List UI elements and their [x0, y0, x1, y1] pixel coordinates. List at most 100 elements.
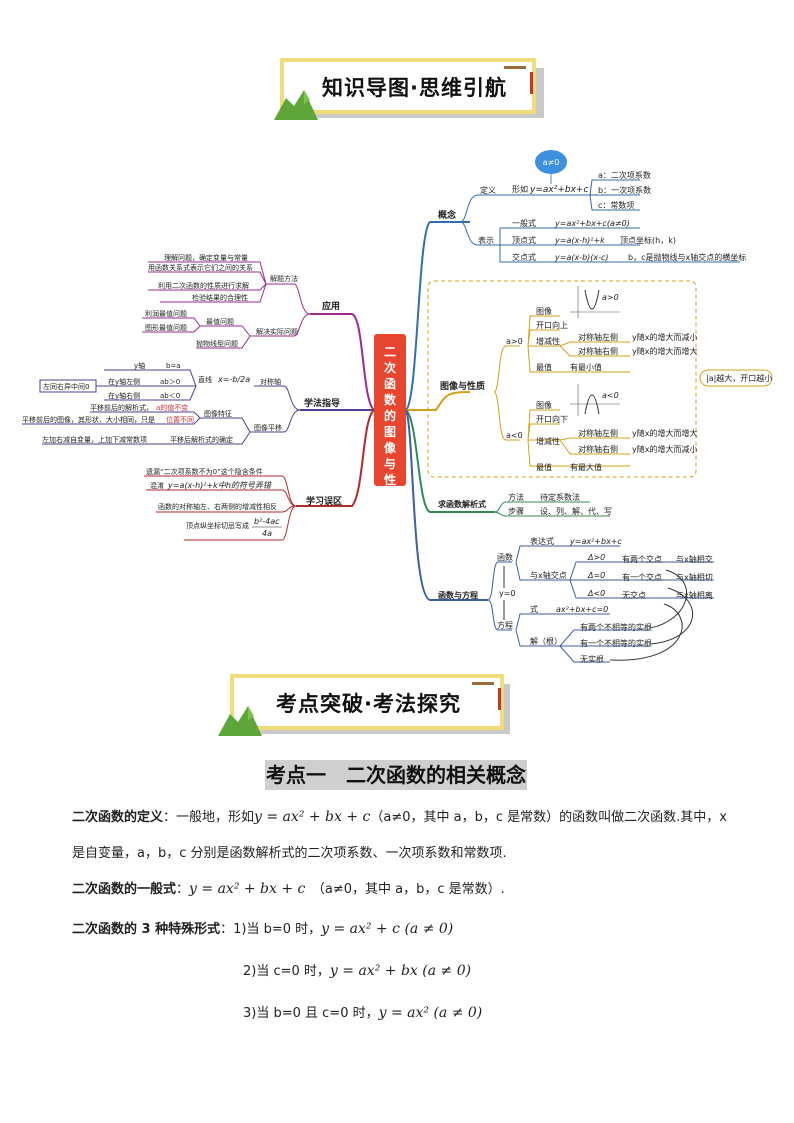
func-eq-branch: 函数与方程 函数 方程 y=0 表达式 y=ax²+bx+c 与x轴交点 Δ>0…	[438, 536, 714, 664]
svg-text:求函数解析式: 求函数解析式	[438, 499, 486, 509]
svg-text:交点式: 交点式	[512, 252, 536, 262]
svg-text:y随x的增大而减小: y随x的增大而减小	[632, 444, 697, 454]
svg-text:b=a: b=a	[166, 362, 181, 370]
svg-text:解（根）: 解（根）	[530, 636, 562, 646]
svg-text:方程: 方程	[497, 620, 513, 630]
solve-branch: 求函数解析式 方法 待定系数法 步骤 设、列、解、代、写	[438, 492, 612, 517]
svg-text:x=-b/2a: x=-b/2a	[217, 375, 250, 384]
svg-text:利润最值问题: 利润最值问题	[145, 309, 187, 318]
svg-text:a>0: a>0	[506, 337, 523, 346]
svg-text:y随x的增大而减小: y随x的增大而减小	[632, 332, 697, 342]
svg-text:增减性: 增减性	[536, 336, 560, 346]
svg-text:解题方法: 解题方法	[270, 274, 298, 283]
svg-text:y=ax²+bx+c: y=ax²+bx+c	[529, 185, 588, 195]
svg-text:ab＜0: ab＜0	[160, 392, 180, 400]
svg-text:y=ax²+bx+c(a≠0): y=ax²+bx+c(a≠0)	[554, 219, 630, 228]
mind-map: 二次函 数的图 像与性 概念 定义 表示 形如 y=ax²+bx+c a≠0 a…	[22, 150, 773, 664]
svg-text:学法指导: 学法指导	[304, 397, 340, 409]
svg-text:遗漏“二次项系数不为0”这个隐含条件: 遗漏“二次项系数不为0”这个隐含条件	[146, 467, 263, 476]
svg-text:对称轴左侧: 对称轴左侧	[578, 428, 618, 438]
svg-text:二: 二	[384, 345, 396, 359]
svg-text:图像特征: 图像特征	[204, 409, 232, 418]
svg-text:增减性: 增减性	[536, 436, 560, 446]
svg-text:4a: 4a	[262, 529, 272, 538]
svg-text:待定系数法: 待定系数法	[540, 492, 580, 502]
special-form-3: 3)当 b=0 且 c=0 时，y = ax² (a ≠ 0)	[243, 1005, 483, 1021]
svg-text:像: 像	[384, 440, 397, 455]
svg-text:数: 数	[384, 392, 397, 407]
svg-text:平移前后的图像，其形状、大小相同，只是: 平移前后的图像，其形状、大小相同，只是	[22, 415, 155, 424]
svg-text:顶点坐标(h，k): 顶点坐标(h，k)	[620, 235, 676, 245]
svg-text:左同右异中间0: 左同右异中间0	[43, 382, 89, 391]
banner-title: 考点突破·考法探究	[276, 692, 461, 716]
graph-up-icon: a>0	[570, 286, 620, 318]
svg-text:最值: 最值	[536, 362, 552, 372]
mountain-icon	[218, 706, 262, 736]
svg-text:顶点纵坐标切忌写成: 顶点纵坐标切忌写成	[186, 521, 249, 530]
mistake-branch: 学习误区 遗漏“二次项系数不为0”这个隐含条件 混淆 y=a(x-h)²+k中h…	[144, 467, 342, 541]
svg-text:有两个不相等的实根: 有两个不相等的实根	[580, 622, 652, 632]
svg-text:平移前后的解析式，: 平移前后的解析式，	[90, 403, 153, 412]
section-title: 考点一 二次函数的相关概念	[265, 760, 527, 790]
study-branch: 学法指导 对称轴 图像平移 直线 x=-b/2a y轴 b=a 在y轴左侧 ab…	[22, 361, 340, 445]
svg-text:函数与方程: 函数与方程	[438, 590, 478, 600]
svg-text:顶点式: 顶点式	[512, 235, 536, 245]
svg-text:ab＞0: ab＞0	[160, 378, 180, 386]
svg-text:混淆: 混淆	[150, 481, 164, 490]
svg-text:一般式: 一般式	[512, 218, 536, 228]
svg-text:与: 与	[384, 457, 396, 471]
svg-text:在y轴右侧: 在y轴右侧	[108, 391, 140, 400]
svg-text:b：一次项系数: b：一次项系数	[598, 185, 651, 195]
svg-text:y随x的增大而增大: y随x的增大而增大	[632, 346, 697, 356]
svg-text:对称轴右侧: 对称轴右侧	[578, 444, 618, 454]
svg-text:图像: 图像	[536, 306, 552, 316]
svg-text:y=a(x-b)(x-c): y=a(x-b)(x-c)	[554, 253, 609, 262]
svg-text:方法: 方法	[508, 492, 524, 502]
svg-text:开口向上: 开口向上	[536, 320, 568, 330]
svg-text:a的值不变: a的值不变	[156, 403, 188, 412]
svg-text:Δ<0: Δ<0	[587, 589, 605, 598]
svg-text:y=ax²+bx+c: y=ax²+bx+c	[569, 537, 623, 546]
svg-text:步骤: 步骤	[508, 507, 524, 516]
svg-text:Δ=0: Δ=0	[587, 571, 605, 580]
svg-text:y=a(x-h)²+k中h的符号弄错: y=a(x-h)²+k中h的符号弄错	[167, 481, 272, 490]
svg-text:y=0: y=0	[499, 589, 516, 598]
svg-text:有最大值: 有最大值	[570, 462, 602, 472]
svg-text:次: 次	[384, 360, 396, 375]
svg-text:图: 图	[384, 425, 396, 439]
svg-text:对称轴右侧: 对称轴右侧	[578, 346, 618, 356]
section-banner-exam-points: 考点突破·考法探究	[218, 674, 510, 736]
svg-text:无实根: 无实根	[580, 654, 604, 664]
svg-text:平移后解析式的确定: 平移后解析式的确定	[170, 435, 233, 444]
center-node	[374, 334, 406, 486]
svg-text:应用: 应用	[322, 300, 340, 312]
svg-text:形如: 形如	[512, 184, 528, 194]
svg-text:y=a(x-h)²+k: y=a(x-h)²+k	[554, 236, 605, 245]
svg-text:式: 式	[530, 604, 538, 614]
mountain-icon	[274, 90, 318, 120]
svg-text:图形最值问题: 图形最值问题	[145, 323, 187, 332]
svg-text:b，c是抛物线与x轴交点的横坐标: b，c是抛物线与x轴交点的横坐标	[628, 252, 746, 262]
svg-text:有两个交点: 有两个交点	[622, 554, 662, 564]
svg-text:有最小值: 有最小值	[570, 362, 602, 372]
svg-text:开口向下: 开口向下	[536, 414, 568, 424]
svg-text:函数: 函数	[497, 552, 513, 562]
svg-text:有一个交点: 有一个交点	[622, 572, 662, 582]
svg-text:无交点: 无交点	[622, 590, 646, 600]
svg-text:最值: 最值	[536, 462, 552, 472]
svg-text:图像平移: 图像平移	[254, 423, 282, 432]
svg-text:对称轴左侧: 对称轴左侧	[578, 332, 618, 342]
special-forms-paragraph: 二次函数的 3 种特殊形式：1)当 b=0 时，y = ax² + c (a ≠…	[72, 921, 454, 937]
svg-text:学习误区: 学习误区	[306, 495, 342, 507]
svg-text:左加右减自变量，上加下减常数项: 左加右减自变量，上加下减常数项	[42, 435, 147, 444]
svg-text:直线: 直线	[198, 375, 212, 384]
svg-text:与x轴相交: 与x轴相交	[676, 554, 713, 564]
svg-text:的: 的	[384, 408, 396, 423]
section-banner-knowledge-map: 知识导图·思维引航	[274, 58, 544, 120]
svg-text:检验结果的合理性: 检验结果的合理性	[192, 293, 248, 302]
svg-text:y随x的增大而增大: y随x的增大而增大	[632, 428, 697, 438]
center-label: 二次函 数的图 像与性	[383, 345, 397, 487]
svg-text:在y轴左侧: 在y轴左侧	[108, 377, 140, 386]
svg-text:函: 函	[384, 377, 396, 391]
concept-label: 概念	[438, 209, 456, 221]
